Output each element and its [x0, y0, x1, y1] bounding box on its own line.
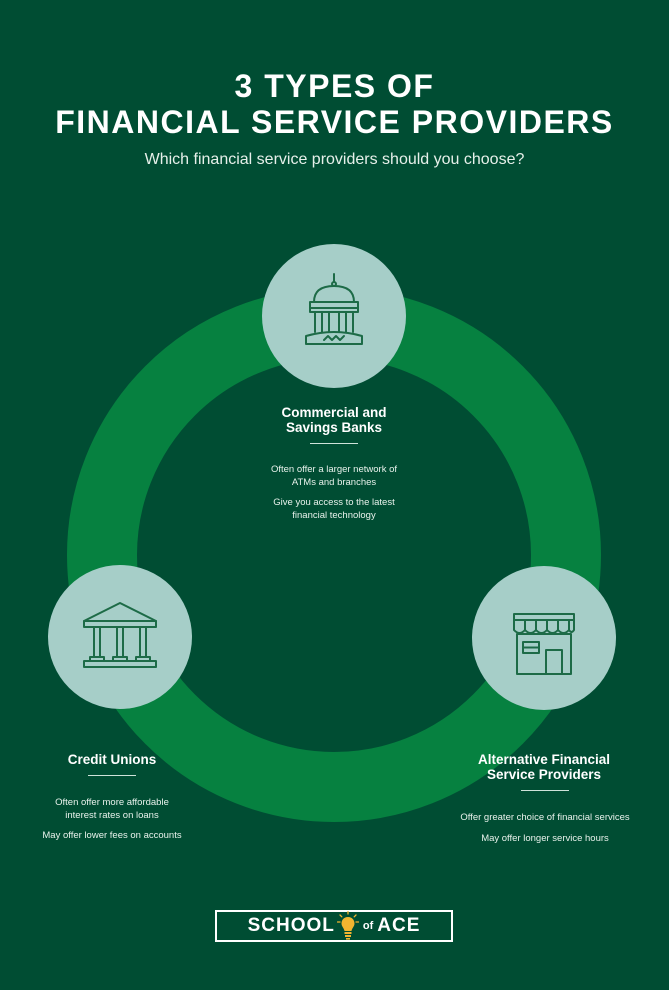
logo-text-school: SCHOOL — [247, 915, 335, 936]
list-item: May offer lower fees on accounts — [42, 830, 182, 841]
credit-unions-divider — [88, 775, 136, 776]
list-item: Often offer a larger network of ATMs and… — [270, 464, 398, 488]
alternative-providers-divider — [521, 790, 569, 791]
capitol-building-icon — [305, 273, 363, 345]
storefront-icon — [513, 613, 575, 675]
commercial-banks-heading: Commercial and Savings Banks — [281, 405, 387, 435]
lightbulb-icon — [336, 911, 359, 940]
school-of-ace-logo: SCHOOL of ACE — [215, 910, 453, 942]
bank-columns-icon — [83, 602, 157, 668]
alternative-providers-heading: Alternative Financial Service Providers — [477, 752, 611, 782]
list-item: Offer greater choice of financial servic… — [460, 812, 630, 823]
commercial-banks-divider — [310, 443, 358, 444]
list-item: Often offer more affordable interest rat… — [55, 797, 169, 821]
credit-unions-heading: Credit Unions — [67, 752, 157, 767]
credit-unions-points: Often offer more affordable interest rat… — [12, 797, 212, 851]
list-item: Give you access to the latest financial … — [273, 497, 395, 521]
logo-text-of: of — [362, 920, 374, 932]
subtitle: Which financial service providers should… — [144, 151, 525, 168]
alternative-providers-icon-circle — [472, 566, 616, 710]
credit-unions-icon-circle — [48, 565, 192, 709]
title-line-1: 3 TYPES OF — [234, 68, 435, 104]
logo-text-ace: ACE — [377, 915, 421, 936]
list-item: May offer longer service hours — [481, 832, 609, 844]
commercial-banks-icon-circle — [262, 244, 406, 388]
commercial-banks-points: Often offer a larger network of ATMs and… — [234, 464, 434, 530]
alternative-providers-points: Offer greater choice of financial servic… — [439, 812, 651, 853]
title-line-2: FINANCIAL SERVICE PROVIDERS — [55, 104, 614, 140]
